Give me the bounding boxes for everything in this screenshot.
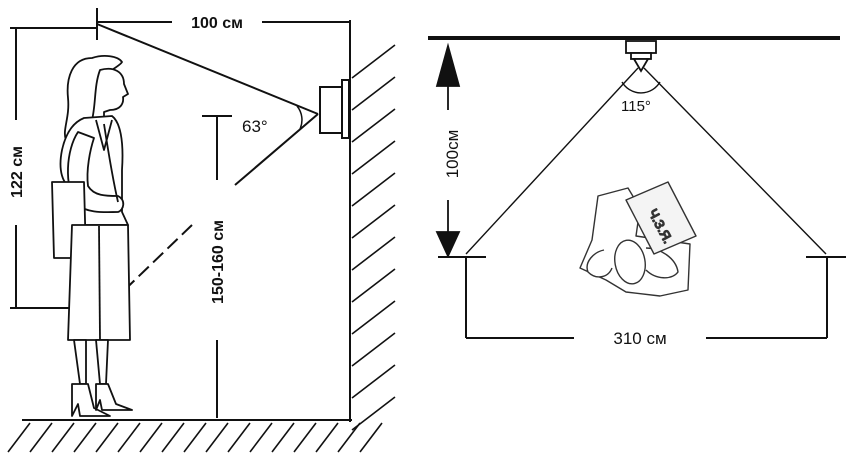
camera-device [319, 79, 350, 139]
right-panel: 115° 100см 310 см Ч.З.Я. [428, 36, 846, 348]
held-paper: Ч.З.Я. [625, 181, 697, 255]
floor-hatching [7, 422, 383, 453]
ceiling-camera [625, 40, 657, 73]
distance-label: 100 см [191, 15, 243, 32]
span-label: 310 см [613, 329, 666, 348]
person-top-view: Ч.З.Я. [579, 181, 697, 297]
coverage-cone [465, 67, 827, 255]
view-lines [96, 23, 319, 303]
wall [349, 20, 396, 431]
mount-height-dimension [202, 115, 232, 418]
ceiling-height-label: 100см [443, 130, 462, 179]
floor-markers [438, 256, 846, 339]
coverage-angle-label: 115° [621, 98, 651, 115]
person-figure [51, 55, 133, 417]
wall-hatching [351, 44, 396, 431]
ceiling-height-dimension [435, 42, 461, 259]
left-panel: 100 см 122 см 63° 150-160 см [7, 8, 396, 453]
floor [7, 419, 383, 453]
angle-label: 63° [242, 117, 268, 136]
height-label: 122 см [9, 146, 26, 198]
mount-height-label: 150-160 см [210, 220, 227, 304]
